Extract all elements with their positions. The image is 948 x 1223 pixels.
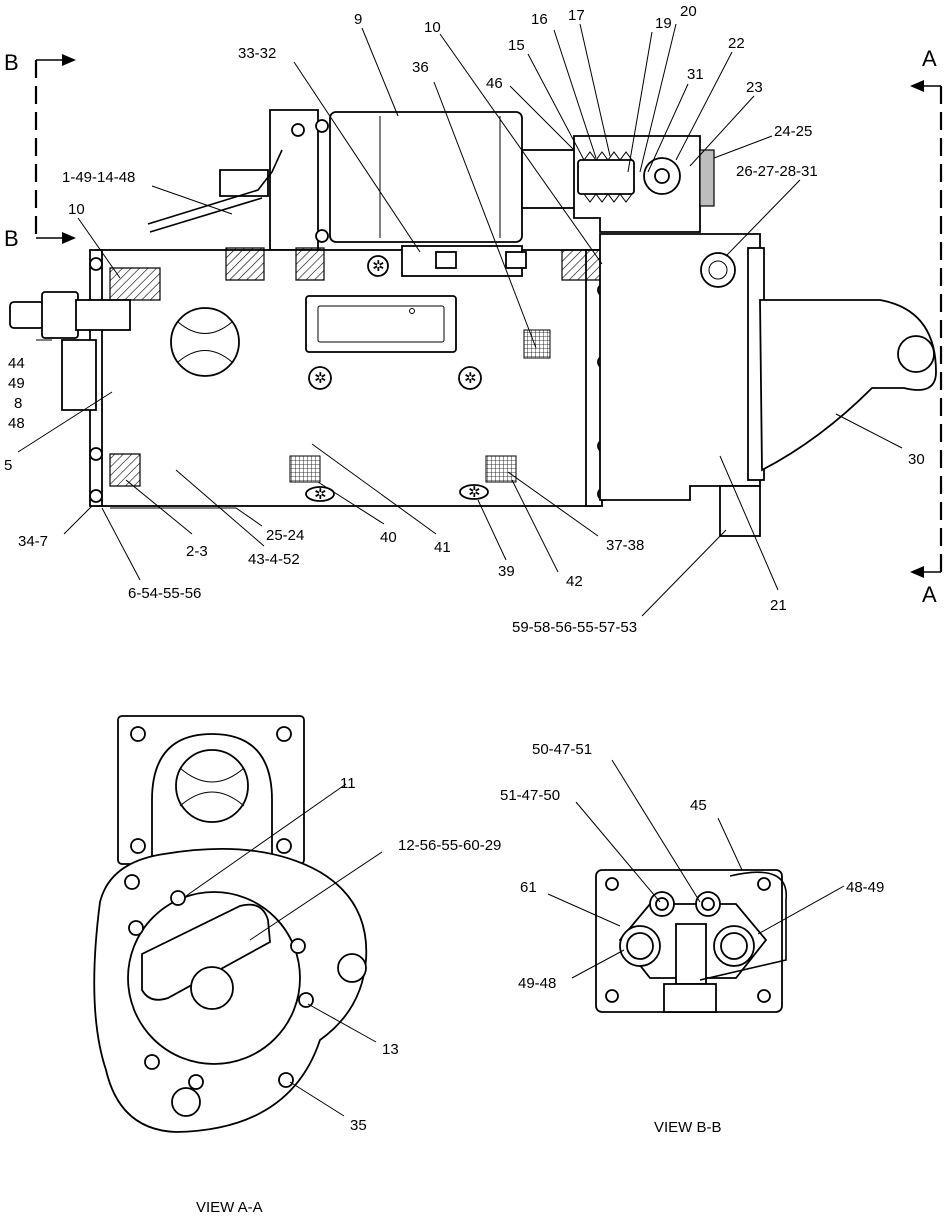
- callout: 34-7: [18, 533, 48, 550]
- callout: 44: [8, 355, 25, 372]
- callout: 59-58-56-55-57-53: [512, 619, 637, 636]
- callout: 22: [728, 35, 745, 52]
- callout: 21: [770, 597, 787, 614]
- section-marker-a-top: A: [922, 46, 937, 71]
- callout: 35: [350, 1117, 367, 1134]
- solenoid-bracket: [401, 245, 523, 277]
- callout: 42: [566, 573, 583, 590]
- callout: 45: [690, 797, 707, 814]
- section-marker-b-bottom: B: [4, 226, 19, 251]
- callout: 40: [380, 529, 397, 546]
- callout: 2-3: [186, 543, 208, 560]
- callout: 61: [520, 879, 537, 896]
- leader-lines-main: [17, 23, 903, 617]
- callout: 12-56-55-60-29: [398, 837, 501, 854]
- starter-motor-side-view: ✲ ✲ ✲ ✲ ✲: [9, 109, 937, 537]
- section-line-a: A A: [910, 46, 943, 607]
- motor-frame: [95, 249, 601, 507]
- callout: 8: [14, 395, 22, 412]
- section-marker-b-top: B: [4, 50, 19, 75]
- svg-text:✲: ✲: [468, 484, 481, 501]
- callout: 20: [680, 3, 697, 20]
- svg-text:✲: ✲: [314, 486, 327, 503]
- view-a-a: 11 12-56-55-60-29 13 35 VIEW A-A: [93, 715, 501, 1216]
- cutaway-left-top: [109, 267, 161, 301]
- callout: 16: [531, 11, 548, 28]
- callouts-main: 9 10 16 17 20 15 19 22 33-32 36 46 31 23…: [4, 3, 925, 636]
- callout: 19: [655, 15, 672, 32]
- callout: 51-47-50: [500, 787, 560, 804]
- callout: 6-54-55-56: [128, 585, 201, 602]
- drive-housing: [599, 233, 761, 501]
- solenoid-housing: [329, 111, 523, 243]
- pinion-nose: [759, 299, 937, 472]
- terminal-stud: [219, 169, 269, 197]
- callout: 10: [424, 19, 441, 36]
- callout: 49-48: [518, 975, 556, 992]
- callout: 48: [8, 415, 25, 432]
- callout: 30: [908, 451, 925, 468]
- plunger-housing: [521, 149, 579, 209]
- section-line-b: B B: [4, 50, 76, 251]
- star-screws: ✲ ✲ ✲ ✲ ✲: [305, 255, 489, 503]
- callout: 5: [4, 457, 12, 474]
- callout: 48-49: [846, 879, 884, 896]
- callout: 9: [354, 11, 362, 28]
- svg-text:✲: ✲: [464, 370, 477, 387]
- callout: 24-25: [774, 123, 812, 140]
- seal-ring: [699, 149, 715, 207]
- callout: 13: [382, 1041, 399, 1058]
- callout: 31: [687, 66, 704, 83]
- callout: 37-38: [606, 537, 644, 554]
- callout: 39: [498, 563, 515, 580]
- battery-terminal: [9, 301, 45, 329]
- view-a-title: VIEW A-A: [196, 1199, 263, 1216]
- callout: 11: [340, 775, 356, 792]
- svg-text:✲: ✲: [372, 258, 385, 275]
- callout: 33-32: [238, 45, 276, 62]
- callout: 50-47-51: [532, 741, 592, 758]
- callout: 15: [508, 37, 525, 54]
- callout: 1-49-14-48: [62, 169, 135, 186]
- callout: 25-24: [266, 527, 304, 544]
- callout: 43-4-52: [248, 551, 300, 568]
- callout: 10: [68, 201, 85, 218]
- callout: 23: [746, 79, 763, 96]
- brush-inspection-cover: [170, 307, 240, 377]
- view-b-title: VIEW B-B: [654, 1119, 722, 1136]
- view-b-b: 50-47-51 51-47-50 45 61 48-49 49-48 VIEW…: [500, 741, 884, 1136]
- terminal-nut: [663, 983, 717, 1013]
- callout: 26-27-28-31: [736, 163, 818, 180]
- callout: 17: [568, 7, 585, 24]
- mounting-flange: [719, 485, 761, 537]
- nameplate: [305, 295, 457, 353]
- section-marker-a-bottom: A: [922, 582, 937, 607]
- housing-bolt-hole: [700, 252, 736, 288]
- return-spring: [583, 151, 633, 161]
- callout: 46: [486, 75, 503, 92]
- callout: 41: [434, 539, 451, 556]
- end-housing-bolts: [128, 890, 314, 1090]
- callout: 36: [412, 59, 429, 76]
- svg-text:✲: ✲: [314, 370, 327, 387]
- callout: 49: [8, 375, 25, 392]
